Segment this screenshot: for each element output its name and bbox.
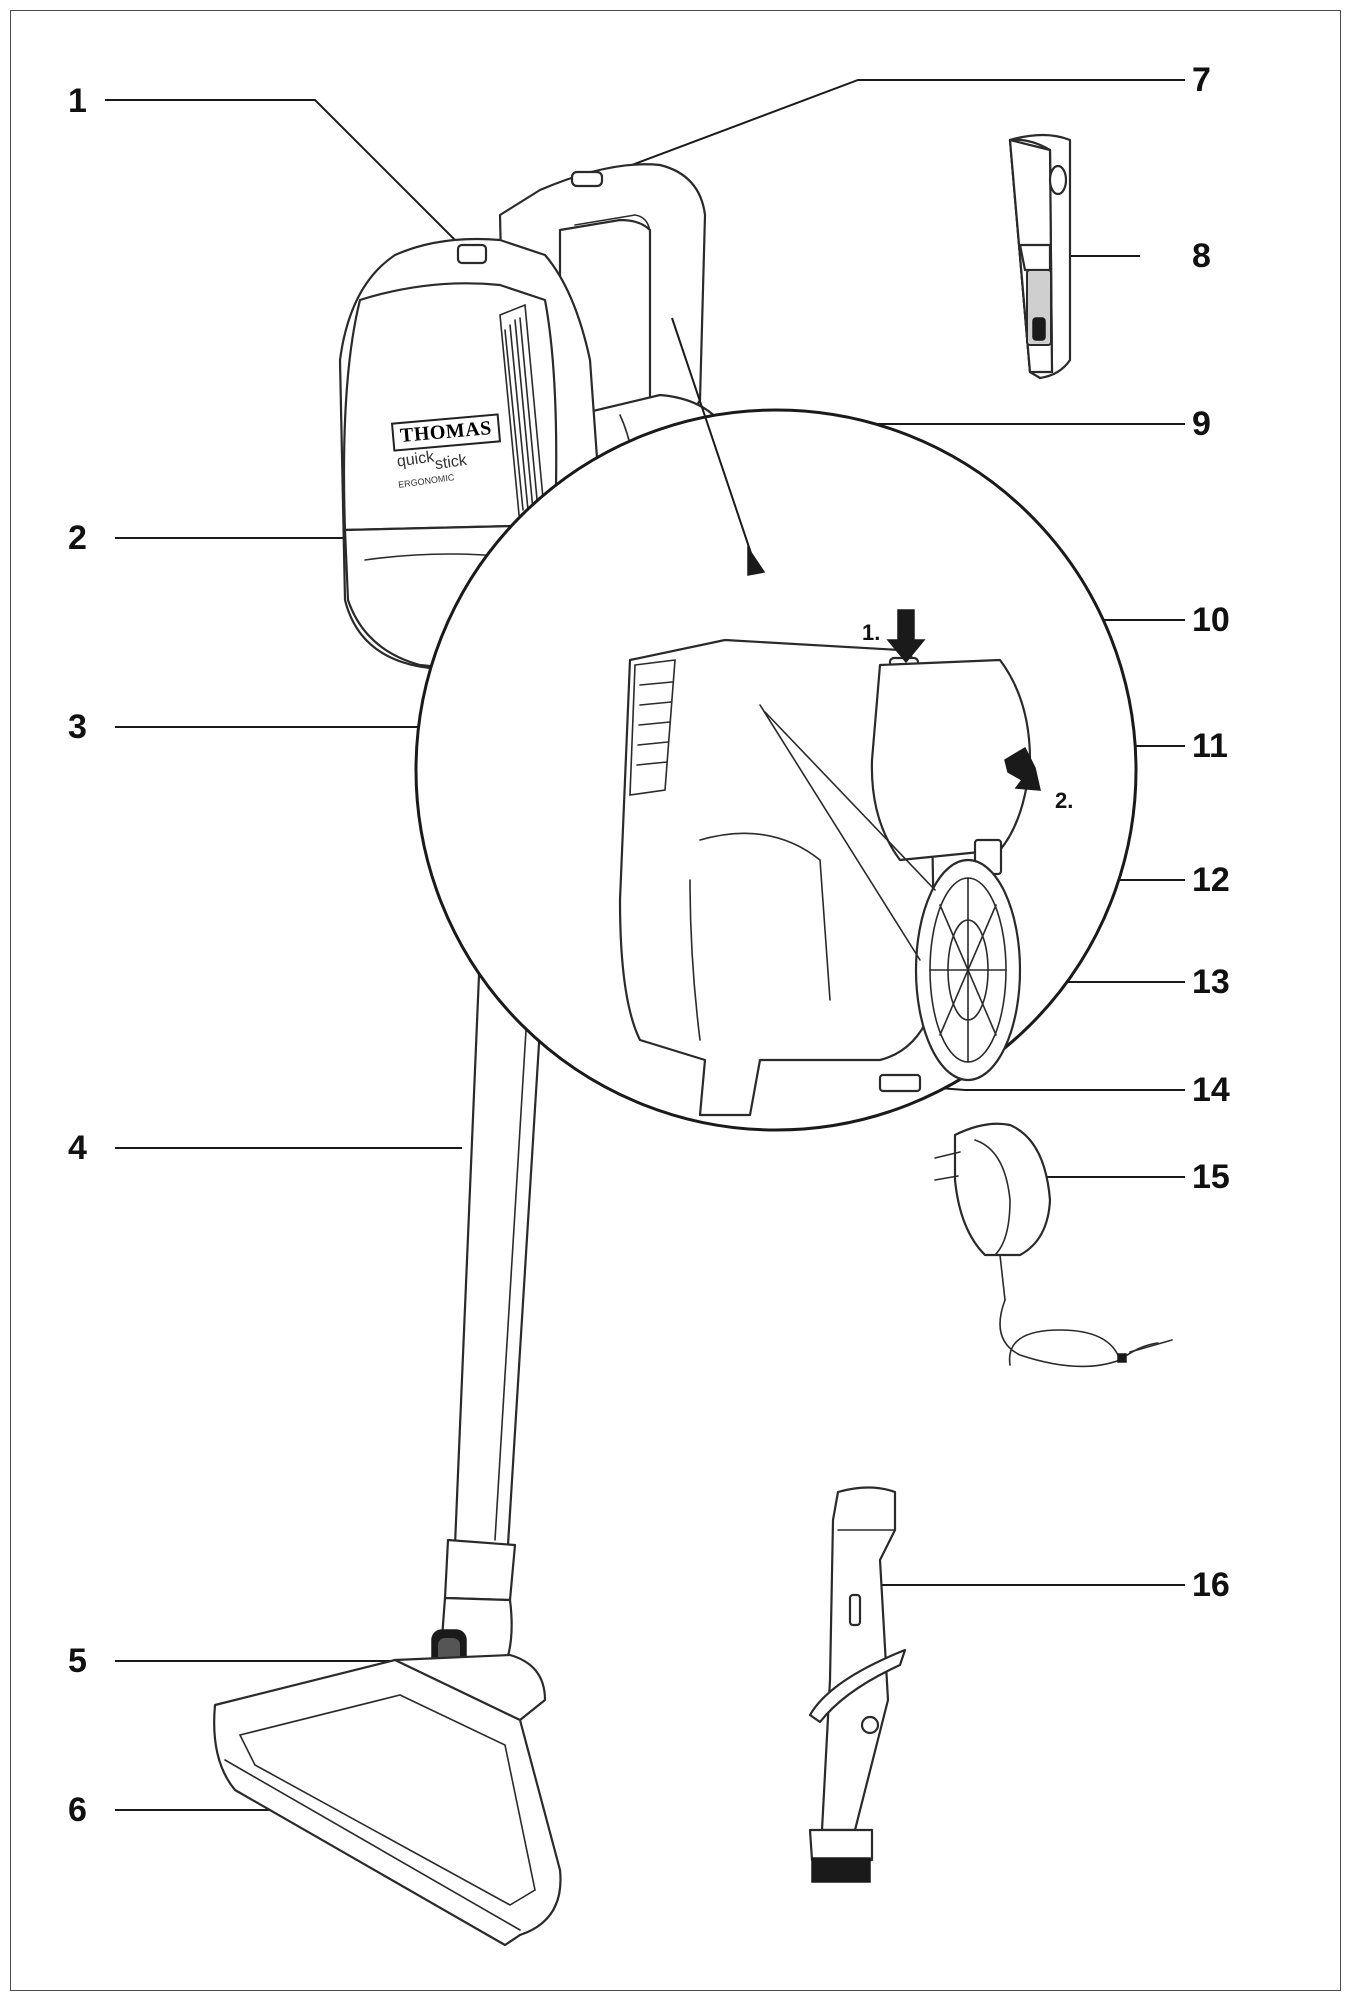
step-2-label: 2. — [1055, 788, 1074, 813]
pull-arrow — [1004, 746, 1041, 791]
bottom-tab — [878, 1073, 922, 1093]
callout-1: 1 — [68, 82, 87, 120]
detail-view — [414, 317, 1138, 1132]
release-button-1 — [456, 243, 488, 265]
callout-11: 11 — [1192, 727, 1228, 765]
callout-5: 5 — [68, 1642, 87, 1680]
charger — [934, 1122, 1173, 1368]
callout-13: 13 — [1192, 963, 1230, 1001]
brush-tool — [808, 1486, 907, 1883]
callout-7: 7 — [1192, 61, 1211, 99]
wall-bracket — [1008, 133, 1072, 380]
leader-7 — [591, 79, 1185, 181]
press-arrow — [886, 609, 926, 664]
lower-collar — [443, 1538, 517, 1602]
callout-6: 6 — [68, 1791, 87, 1829]
floor-nozzle — [213, 1658, 562, 1947]
callout-16: 16 — [1192, 1566, 1230, 1604]
callout-3: 3 — [68, 708, 87, 746]
callout-8: 8 — [1192, 237, 1211, 275]
callout-10: 10 — [1192, 601, 1230, 639]
callout-9: 9 — [1192, 405, 1211, 443]
callout-2: 2 — [68, 519, 87, 557]
callout-4: 4 — [68, 1129, 87, 1167]
diagram-frame — [10, 10, 1341, 1991]
callout-12: 12 — [1192, 861, 1230, 899]
step-1-label: 1. — [862, 620, 881, 645]
callout-15: 15 — [1192, 1158, 1230, 1196]
top-button — [570, 170, 604, 188]
callout-14: 14 — [1192, 1071, 1230, 1109]
detail-arrow — [747, 545, 766, 576]
front-cover — [342, 282, 558, 532]
leader-1 — [105, 99, 471, 256]
motor-cover — [870, 658, 1032, 862]
filter — [914, 858, 1022, 1082]
